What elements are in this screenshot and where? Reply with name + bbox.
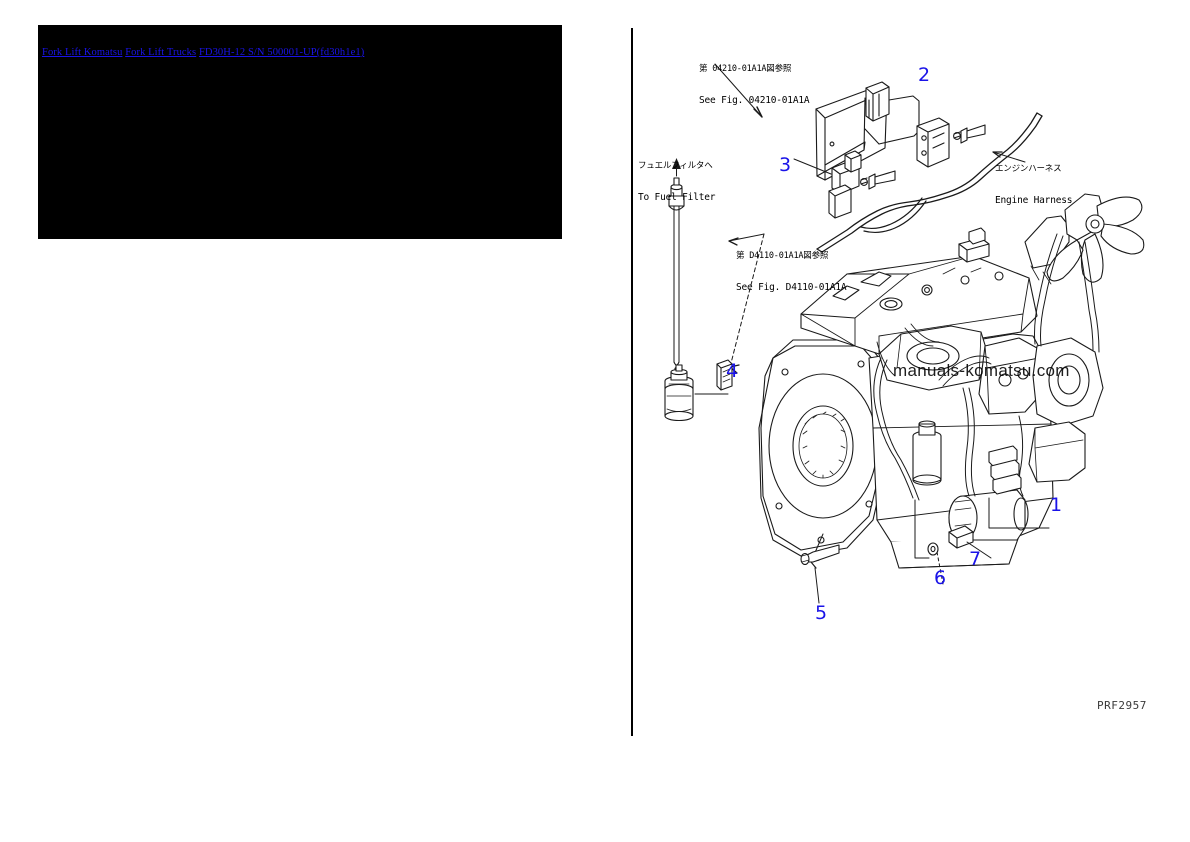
annotation-to-fuel-filter-jp: フュエルフィルタへ: [638, 161, 713, 171]
annotation-to-fuel-filter: フュエルフィルタへ To Fuel Filter: [638, 140, 715, 224]
annotation-ref-04210-jp: 第 04210-01A1A図参照: [699, 64, 792, 74]
annotation-ref-d4110-jp: 第 D4110-01A1A図参照: [736, 251, 829, 261]
breadcrumb-link-model[interactable]: FD30H-12 S/N 500001-UP(fd30h1e1): [198, 47, 365, 58]
annotation-ref-04210-en: See Fig. 04210-01A1A: [699, 94, 810, 106]
annotation-engine-harness-en: Engine Harness: [995, 194, 1073, 206]
callout-6[interactable]: 6: [934, 567, 947, 589]
annotation-to-fuel-filter-en: To Fuel Filter: [638, 191, 716, 203]
annotation-ref-04210: 第 04210-01A1A図参照 See Fig. 04210-01A1A: [699, 43, 810, 127]
banner-panel: Fork Lift Komatsu Fork Lift Trucks FD30H…: [38, 25, 562, 239]
breadcrumb-link-fork-lift-trucks[interactable]: Fork Lift Trucks: [125, 47, 197, 58]
annotation-ref-d4110-en: See Fig. D4110-01A1A: [736, 281, 847, 293]
figure-code: PRF2957: [1097, 699, 1147, 712]
callout-4[interactable]: 4: [726, 360, 739, 382]
callout-5[interactable]: 5: [815, 602, 828, 624]
engine-assembly-drawing: [664, 63, 1145, 604]
breadcrumb: Fork Lift Komatsu Fork Lift Trucks FD30H…: [42, 47, 364, 59]
callout-2[interactable]: 2: [918, 64, 931, 86]
callout-3[interactable]: 3: [779, 154, 792, 176]
callout-1[interactable]: 1: [1050, 494, 1063, 516]
breadcrumb-link-fork-lift-komatsu[interactable]: Fork Lift Komatsu: [42, 47, 123, 58]
annotation-engine-harness-jp: エンジンハーネス: [995, 164, 1062, 174]
site-watermark: manuals-komatsu.com: [893, 361, 1070, 380]
parts-diagram-panel: [631, 28, 1187, 736]
annotation-ref-d4110: 第 D4110-01A1A図参照 See Fig. D4110-01A1A: [736, 230, 847, 314]
callout-7[interactable]: 7: [969, 548, 982, 570]
annotation-engine-harness: エンジンハーネス Engine Harness: [995, 143, 1072, 227]
